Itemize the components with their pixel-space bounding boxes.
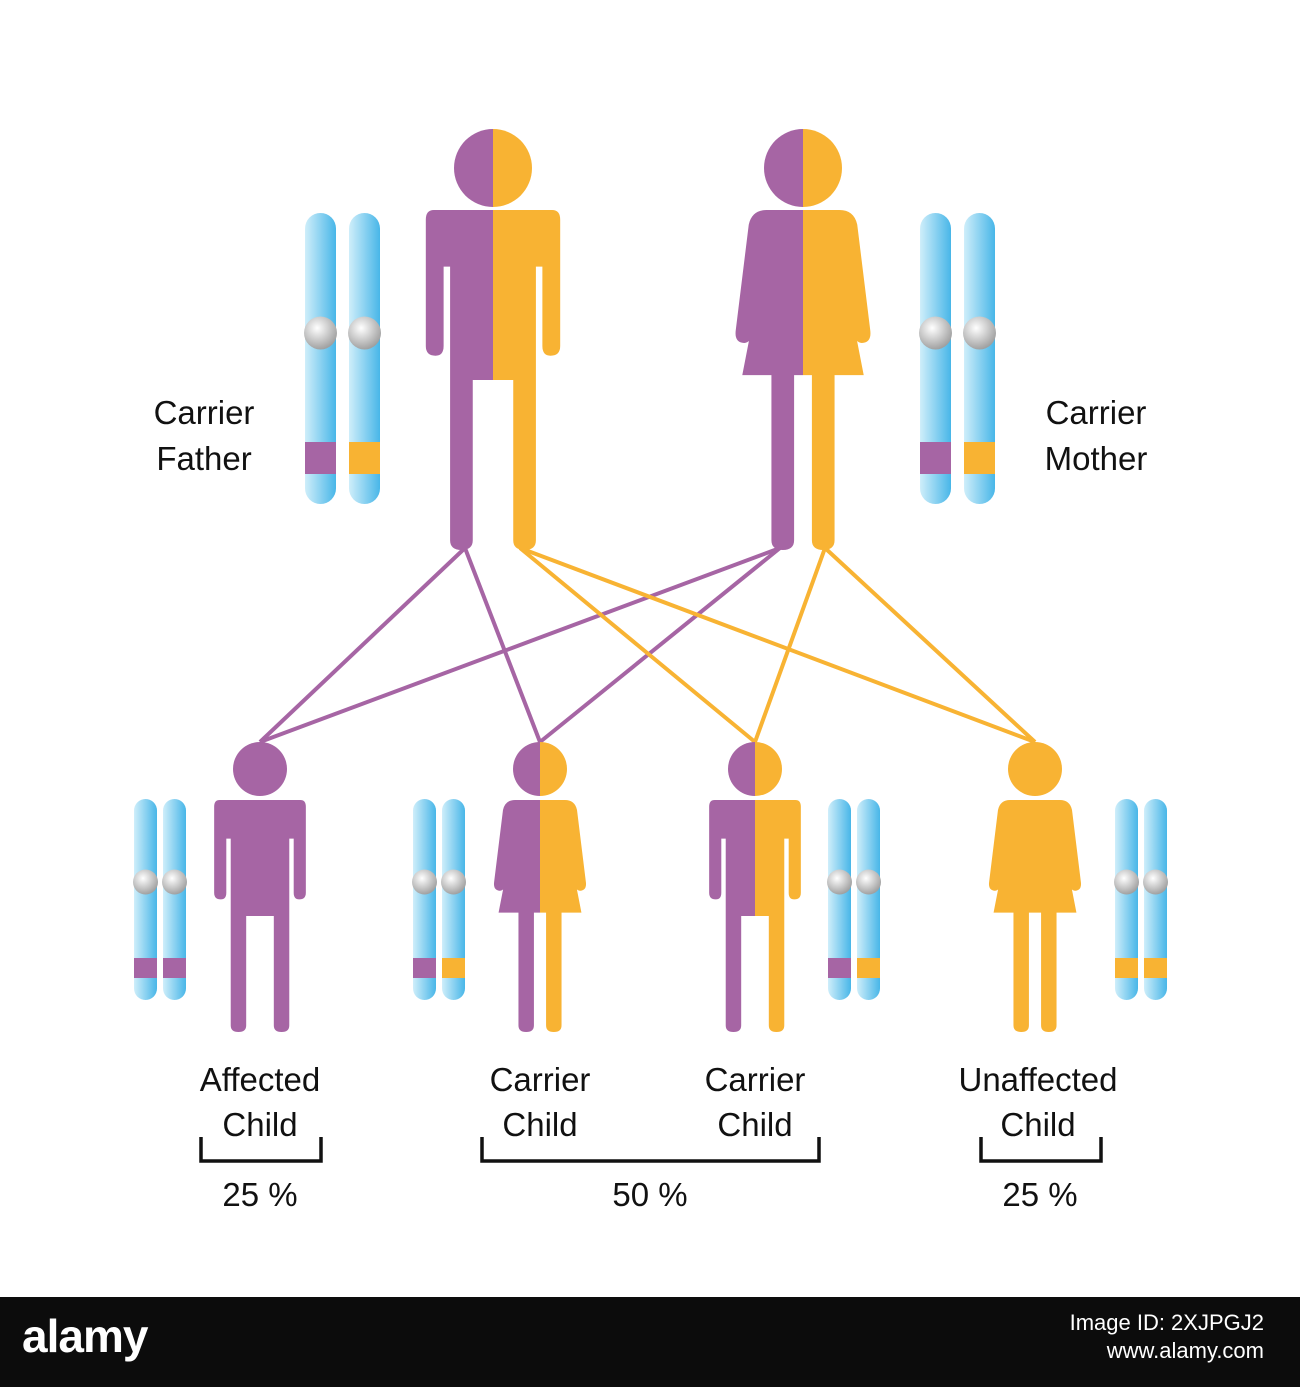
mother-chromosome-right-centromere	[963, 316, 996, 350]
child3-chromosome-left-band	[828, 958, 851, 978]
child1-chromosome-right-centromere	[162, 869, 187, 895]
bracket-carrier	[480, 1137, 821, 1163]
mother-chromosome-right	[963, 213, 996, 504]
percentage-brackets	[199, 1137, 1103, 1163]
line-father-to-child3	[518, 546, 757, 744]
mother-label-line2: Mother	[1045, 440, 1148, 477]
child1-chromosome-left-band	[134, 958, 157, 978]
father-chromosome-right-centromere	[348, 316, 381, 350]
father-label-line2: Father	[156, 440, 251, 477]
mother-figure	[735, 129, 871, 550]
father-label-line1: Carrier	[154, 394, 255, 431]
child3-chromosome-left-centromere	[827, 869, 852, 895]
percent-affected: 25 %	[222, 1176, 297, 1213]
child4-chromosome-right-band	[1144, 958, 1167, 978]
bracket-unaffected	[979, 1137, 1103, 1163]
line-father-to-child2	[463, 547, 542, 743]
child1-chromosome-left-centromere	[133, 869, 158, 895]
percent-unaffected: 25 %	[1002, 1176, 1077, 1213]
child-carrier-female-figure	[493, 742, 587, 1032]
child2-chromosome-right	[441, 799, 466, 1000]
mother-chromosome-right-band	[964, 442, 995, 474]
image-id-text: Image ID: 2XJPGJ2	[1069, 1310, 1264, 1335]
image-id-block: Image ID: 2XJPGJ2 www.alamy.com	[1070, 1309, 1264, 1365]
child1-chromosome-right-band	[163, 958, 186, 978]
child1-label-line1: Affected	[200, 1061, 320, 1098]
child4-chromosome-left	[1114, 799, 1139, 1000]
child1-label-line2: Child	[222, 1106, 297, 1143]
child4-chromosome-right	[1143, 799, 1168, 1000]
father-chromosome-right	[348, 213, 381, 504]
alamy-logo: alamy	[22, 1310, 148, 1362]
father-figure	[425, 129, 561, 550]
child3-label-line2: Child	[717, 1106, 792, 1143]
inheritance-diagram: Carrier Father Carrier Mother Affected C…	[133, 129, 1168, 1213]
line-mother-to-child3	[753, 547, 827, 743]
line-mother-to-child2	[538, 546, 782, 744]
line-father-to-child1	[258, 546, 467, 744]
child4-label-line1: Unaffected	[958, 1061, 1117, 1098]
child-carrier-male-figure	[709, 742, 801, 1032]
father-chromosome-left-band	[305, 442, 336, 474]
child2-label-line1: Carrier	[490, 1061, 591, 1098]
child3-chromosome-right-band	[857, 958, 880, 978]
child2-chromosome-left-band	[413, 958, 436, 978]
mother-chromosome-left	[919, 213, 952, 504]
bracket-affected	[199, 1137, 323, 1163]
mother-label-line1: Carrier	[1046, 394, 1147, 431]
line-mother-to-child1	[259, 546, 781, 744]
chromosome-pairs	[133, 213, 1168, 1000]
website-text: www.alamy.com	[1106, 1338, 1264, 1363]
mother-chromosome-left-band	[920, 442, 951, 474]
child-unaffected-figure	[988, 742, 1082, 1032]
mother-chromosome-left-centromere	[919, 316, 952, 350]
child4-label-line2: Child	[1000, 1106, 1075, 1143]
child2-label-line2: Child	[502, 1106, 577, 1143]
child2-chromosome-right-band	[442, 958, 465, 978]
watermark-footer: alamy Image ID: 2XJPGJ2 www.alamy.com	[0, 1297, 1300, 1387]
line-father-to-child4	[519, 546, 1036, 744]
child-affected-figure	[214, 742, 306, 1032]
father-chromosome-left	[304, 213, 337, 504]
child2-chromosome-left	[412, 799, 437, 1000]
father-chromosome-right-band	[349, 442, 380, 474]
father-chromosome-left-centromere	[304, 316, 337, 350]
child3-label-line1: Carrier	[705, 1061, 806, 1098]
inheritance-lines	[258, 546, 1037, 744]
child3-chromosome-left	[827, 799, 852, 1000]
labels: Carrier Father Carrier Mother Affected C…	[154, 394, 1148, 1143]
child4-chromosome-right-centromere	[1143, 869, 1168, 895]
child3-chromosome-right-centromere	[856, 869, 881, 895]
child1-chromosome-right	[162, 799, 187, 1000]
child2-chromosome-right-centromere	[441, 869, 466, 895]
child4-chromosome-left-band	[1115, 958, 1138, 978]
percent-carrier: 50 %	[612, 1176, 687, 1213]
child1-chromosome-left	[133, 799, 158, 1000]
child2-chromosome-left-centromere	[412, 869, 437, 895]
child3-chromosome-right	[856, 799, 881, 1000]
child4-chromosome-left-centromere	[1114, 869, 1139, 895]
line-mother-to-child4	[823, 546, 1037, 744]
